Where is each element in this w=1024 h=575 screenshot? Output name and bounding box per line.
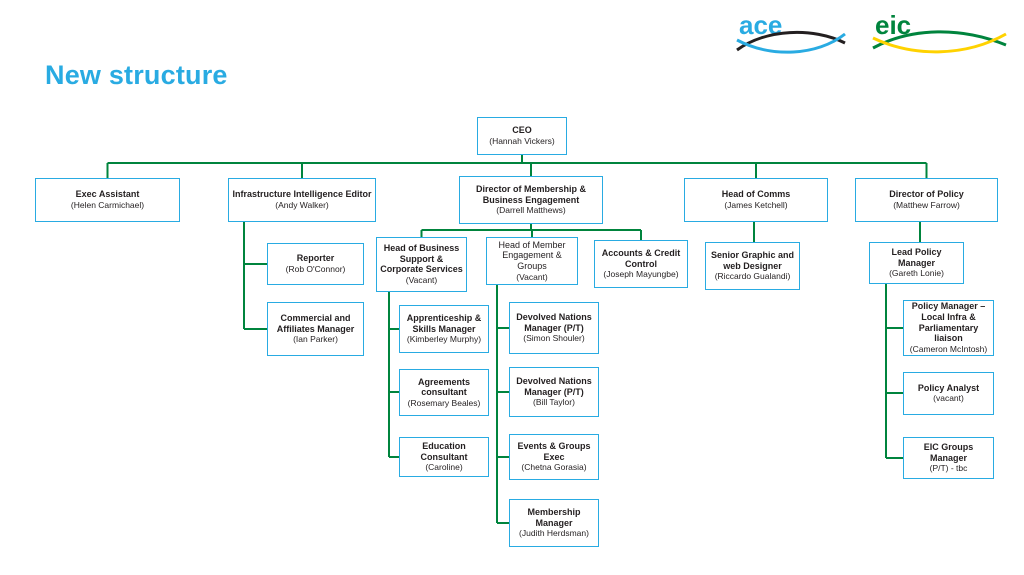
org-node-policy-analyst: Policy Analyst (vacant) (903, 372, 994, 415)
node-title: Agreements consultant (417, 376, 471, 398)
node-name: (Vacant) (405, 275, 438, 286)
node-name: (Judith Herdsman) (519, 528, 589, 539)
org-node-apprenticeship-skills-manager: Apprenticeship & Skills Manager (Kimberl… (399, 305, 489, 353)
node-title: Director of Membership & Business Engage… (475, 184, 587, 205)
node-title: Apprenticeship & Skills Manager (406, 313, 482, 334)
org-node-devolved-nations-manager-2: Devolved Nations Manager (P/T) (Bill Tay… (509, 367, 599, 417)
node-title: Accounts & Credit Control (601, 248, 681, 269)
org-node-head-business-support: Head of Business Support & Corporate Ser… (376, 237, 467, 292)
node-name: (Kimberley Murphy) (406, 334, 482, 345)
org-node-senior-graphic-web-designer: Senior Graphic and web Designer (Riccard… (705, 242, 800, 290)
node-title: Policy Manager – Local Infra & Parliamen… (911, 301, 986, 344)
node-title: EIC Groups Manager (923, 442, 974, 463)
node-title: Director of Policy (889, 189, 964, 200)
node-title: Policy Analyst (917, 382, 980, 393)
org-node-commercial-affiliates-manager: Commercial and Affiliates Manager (Ian P… (267, 302, 364, 356)
node-name: (Andy Walker) (275, 199, 329, 210)
org-node-ceo: CEO (Hannah Vickers) (477, 117, 567, 155)
node-title: Head of Business Support & Corporate Ser… (380, 243, 463, 275)
connector-lines (106, 155, 928, 524)
node-name: (Matthew Farrow) (893, 199, 960, 210)
node-name: (P/T) - tbc (929, 463, 968, 474)
org-node-membership-manager: Membership Manager (Judith Herdsman) (509, 499, 599, 547)
node-name: (Hannah Vickers) (489, 135, 555, 146)
org-node-reporter: Reporter (Rob O'Connor) (267, 243, 364, 285)
node-name: (Ian Parker) (293, 334, 338, 345)
logo-group: ace eic (731, 10, 1012, 60)
ace-logo: ace (736, 10, 846, 54)
node-title: Devolved Nations Manager (P/T) (516, 312, 592, 333)
org-node-director-membership: Director of Membership & Business Engage… (459, 176, 603, 224)
node-name: (Rob O'Connor) (285, 263, 346, 274)
org-node-policy-manager-local-infra: Policy Manager – Local Infra & Parliamen… (903, 300, 994, 356)
org-node-accounts-credit-control: Accounts & Credit Control (Joseph Mayung… (594, 240, 688, 288)
org-node-lead-policy-manager: Lead Policy Manager (Gareth Lonie) (869, 242, 964, 284)
node-name: (Riccardo Gualandi) (714, 271, 791, 282)
node-title: Head of Comms (721, 189, 791, 200)
node-name: (Caroline) (425, 462, 463, 473)
node-name: (vacant) (933, 393, 964, 404)
node-title: Membership Manager (527, 507, 581, 528)
org-node-exec-assistant: Exec Assistant (Helen Carmichael) (35, 178, 180, 222)
page-title: New structure (45, 60, 228, 90)
node-name: (Helen Carmichael) (70, 199, 145, 210)
node-name: (James Ketchell) (724, 199, 788, 210)
node-title: Head of Member Engagement & Groups (498, 239, 566, 271)
node-name: (Bill Taylor) (533, 397, 575, 408)
node-title: Devolved Nations Manager (P/T) (516, 376, 592, 397)
org-node-head-member-engagement: Head of Member Engagement & Groups (Vaca… (486, 237, 578, 285)
node-title: CEO (512, 125, 532, 136)
node-title: Infrastructure Intelligence Editor (232, 189, 372, 200)
node-title: Reporter (296, 253, 335, 264)
node-title: Lead Policy Manager (891, 247, 942, 268)
node-name: (Joseph Mayungbe) (603, 269, 679, 280)
node-title: Commercial and Affiliates Manager (276, 313, 355, 334)
node-name: (Rosemary Beales) (407, 397, 481, 408)
node-name: (Cameron McIntosh) (909, 343, 988, 354)
node-title: Education Consultant (420, 441, 468, 462)
node-name: (Simon Shouler) (523, 333, 585, 344)
org-node-infrastructure-intelligence-editor: Infrastructure Intelligence Editor (Andy… (228, 178, 376, 222)
eic-swoosh-yellow (872, 32, 1007, 54)
node-title: Senior Graphic and web Designer (710, 250, 795, 271)
org-node-devolved-nations-manager-1: Devolved Nations Manager (P/T) (Simon Sh… (509, 302, 599, 354)
org-node-events-groups-exec: Events & Groups Exec (Chetna Gorasia) (509, 434, 599, 480)
node-title: Events & Groups Exec (517, 441, 591, 462)
node-name: (Gareth Lonie) (889, 268, 944, 279)
org-node-agreements-consultant: Agreements consultant (Rosemary Beales) (399, 369, 489, 416)
ace-swoosh-blue (736, 32, 846, 54)
org-node-eic-groups-manager: EIC Groups Manager (P/T) - tbc (903, 437, 994, 479)
org-node-director-of-policy: Director of Policy (Matthew Farrow) (855, 178, 998, 222)
node-name: (Darrell Matthews) (496, 205, 566, 216)
org-node-education-consultant: Education Consultant (Caroline) (399, 437, 489, 477)
node-name: (Chetna Gorasia) (521, 462, 587, 473)
node-name: (Vacant) (516, 271, 548, 282)
org-node-head-of-comms: Head of Comms (James Ketchell) (684, 178, 828, 222)
eic-logo: eic (872, 10, 1007, 54)
node-title: Exec Assistant (75, 189, 140, 200)
